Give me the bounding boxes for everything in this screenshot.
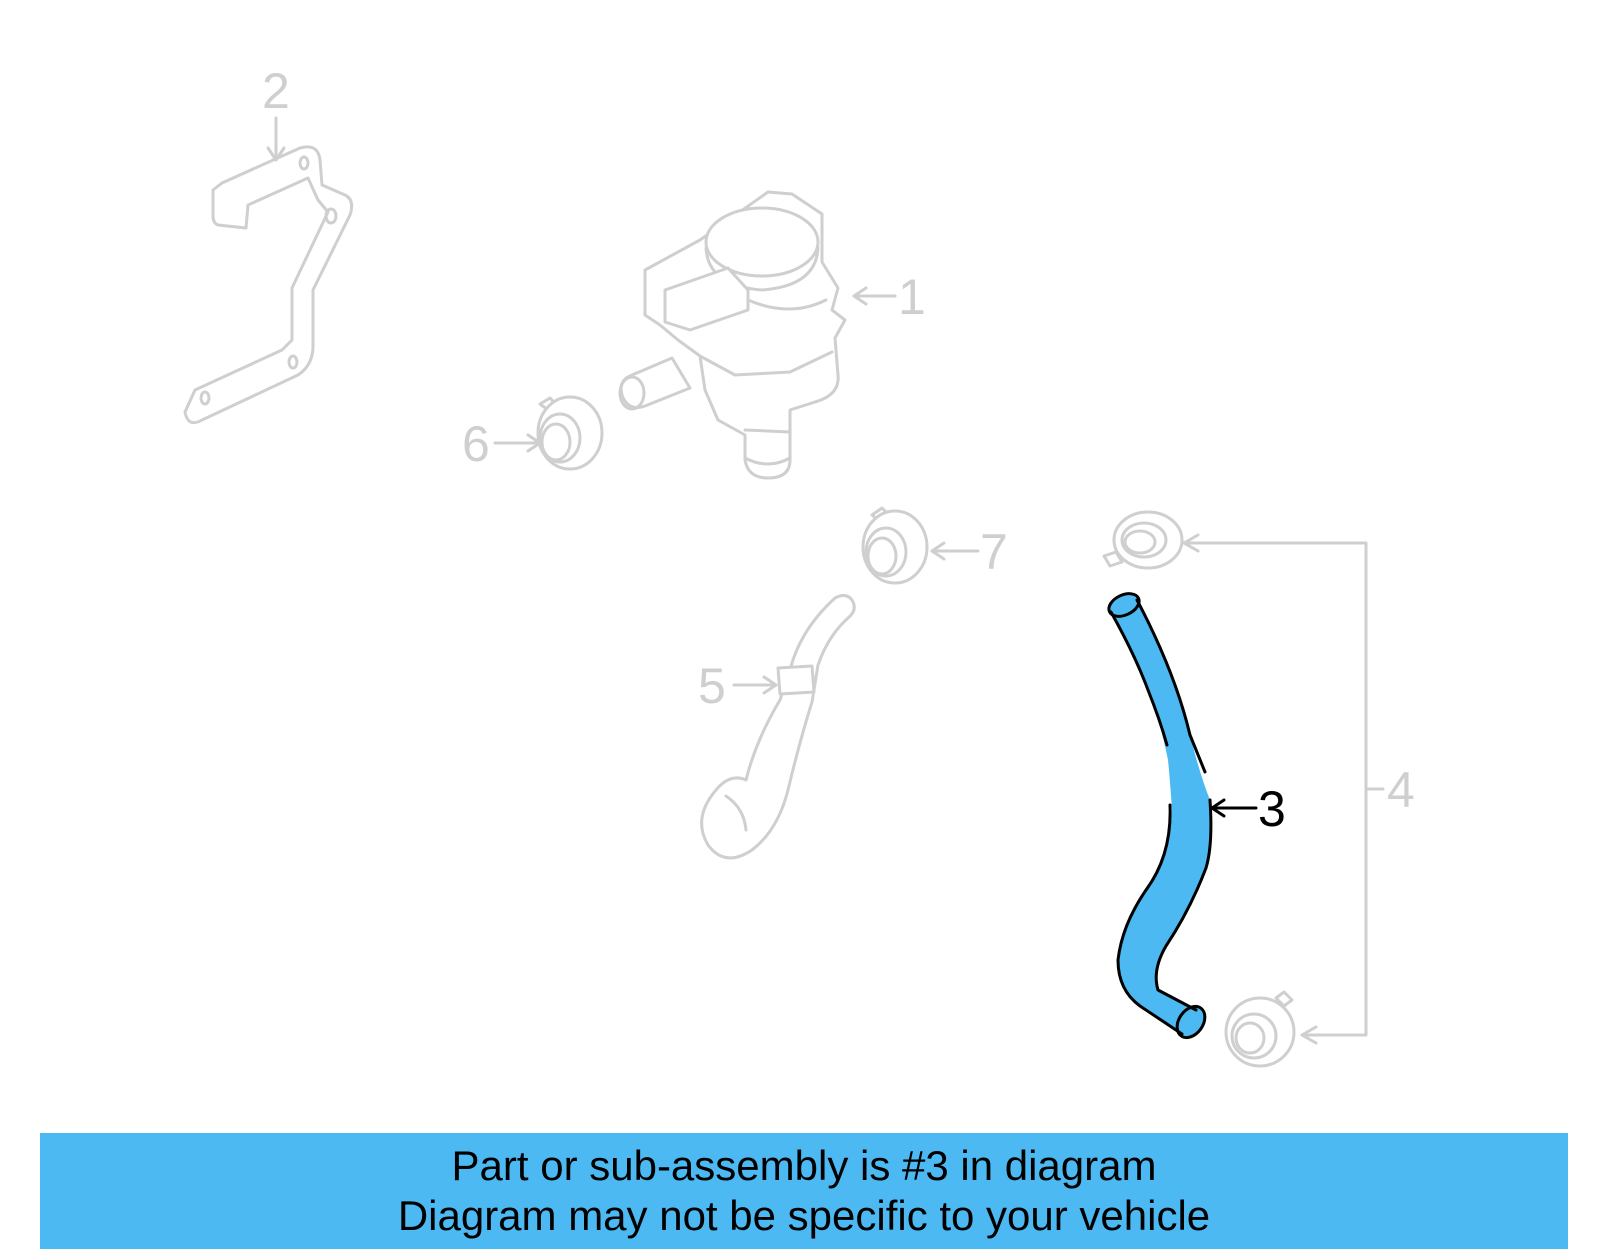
- callout-3: 3: [1258, 781, 1286, 837]
- hose-part-3-highlighted: [1107, 592, 1213, 1040]
- bracket-part-2: [183, 145, 354, 425]
- banner-line-part: Part or sub-assembly is #3 in diagram: [451, 1142, 1157, 1189]
- clamp-part-4-upper: [1102, 510, 1184, 570]
- callout-2: 2: [262, 63, 290, 119]
- banner-line-disclaimer: Diagram may not be specific to your vehi…: [397, 1192, 1211, 1239]
- info-banner: Part or sub-assembly is #3 in diagram Di…: [40, 1133, 1568, 1249]
- callout-1: 1: [898, 269, 926, 325]
- callout-4-bracket: [1182, 533, 1385, 1045]
- callout-6: 6: [462, 416, 490, 472]
- clamp-part-4-lower: [1224, 990, 1296, 1068]
- pump-part-1: [618, 190, 847, 480]
- callout-5: 5: [698, 658, 726, 714]
- callout-7: 7: [980, 524, 1008, 580]
- callout-4: 4: [1387, 762, 1415, 818]
- hose-part-5: [700, 593, 856, 860]
- clamp-part-6: [536, 395, 604, 471]
- leader-arrows: [266, 116, 1258, 818]
- clamp-part-7: [861, 506, 929, 585]
